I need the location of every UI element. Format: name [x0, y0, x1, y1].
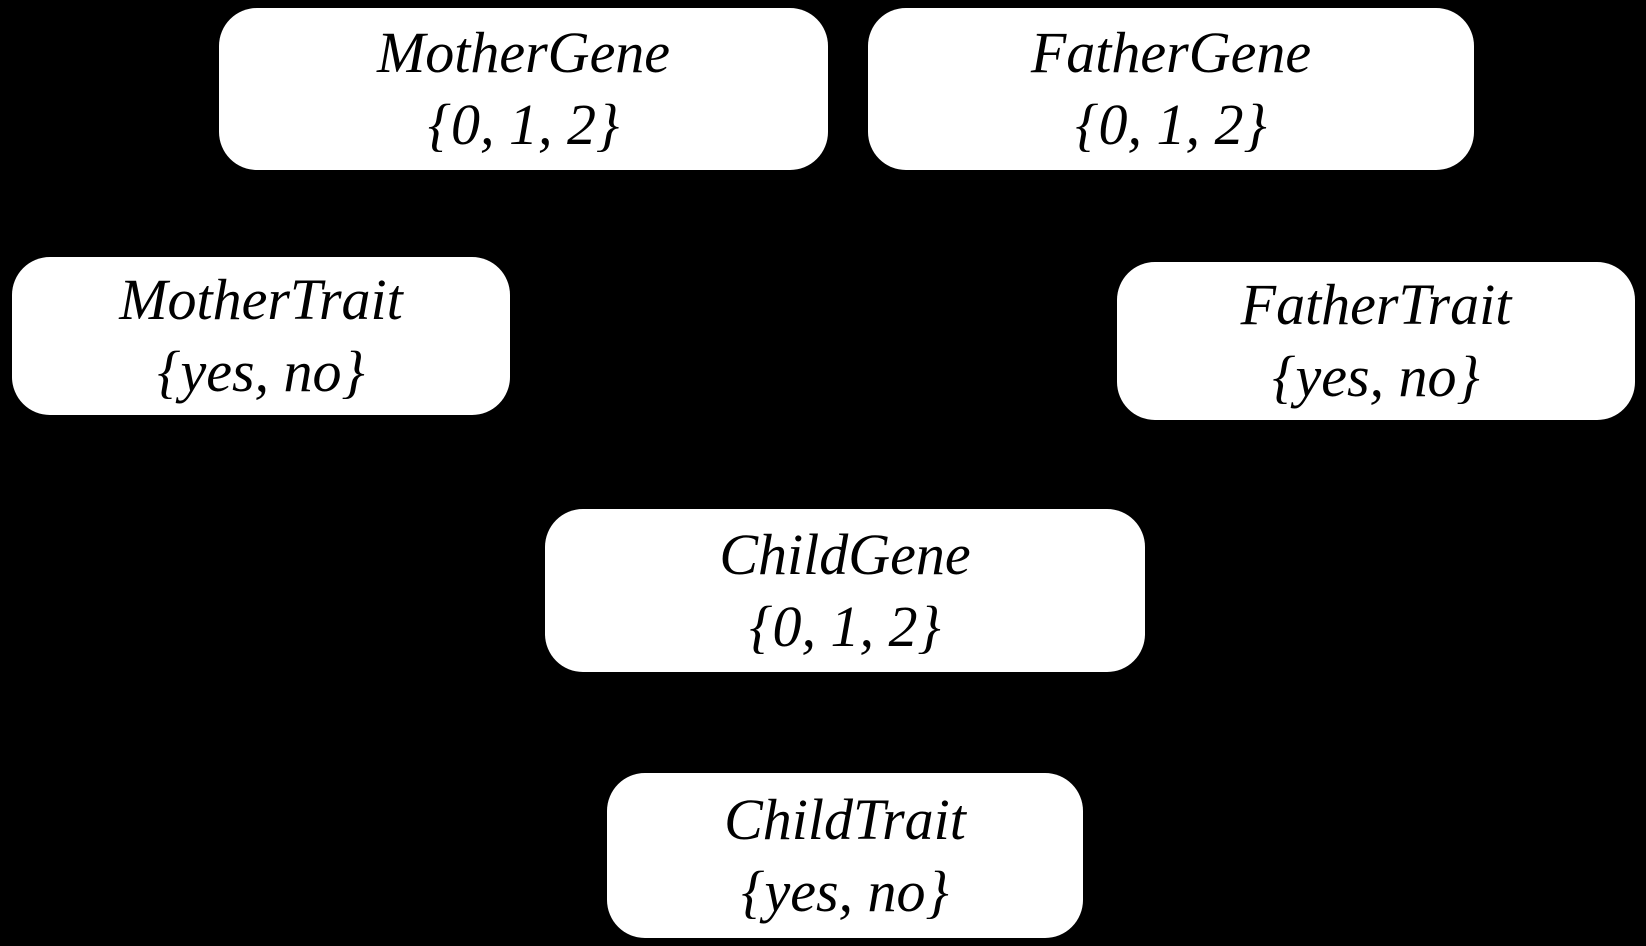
- node-mother-trait: MotherTrait {yes, no}: [12, 257, 510, 415]
- node-child-gene: ChildGene {0, 1, 2}: [545, 509, 1145, 672]
- node-father-trait: FatherTrait {yes, no}: [1117, 262, 1635, 420]
- node-mother-gene-label: MotherGene: [376, 20, 671, 85]
- node-father-gene-label: FatherGene: [1030, 20, 1312, 85]
- node-child-trait-values: {yes, no}: [741, 858, 949, 924]
- node-mother-trait-label: MotherTrait: [119, 267, 403, 332]
- node-mother-gene-values: {0, 1, 2}: [427, 92, 620, 157]
- node-father-trait-label: FatherTrait: [1240, 272, 1512, 337]
- node-child-gene-label: ChildGene: [719, 521, 971, 587]
- node-child-trait: ChildTrait {yes, no}: [607, 773, 1083, 938]
- node-father-gene-values: {0, 1, 2}: [1075, 92, 1267, 157]
- node-father-trait-values: {yes, no}: [1272, 344, 1480, 409]
- node-father-gene: FatherGene {0, 1, 2}: [868, 8, 1474, 170]
- node-child-trait-label: ChildTrait: [724, 786, 966, 852]
- node-mother-trait-values: {yes, no}: [157, 339, 365, 404]
- node-child-gene-values: {0, 1, 2}: [749, 593, 941, 659]
- node-mother-gene: MotherGene {0, 1, 2}: [219, 8, 828, 170]
